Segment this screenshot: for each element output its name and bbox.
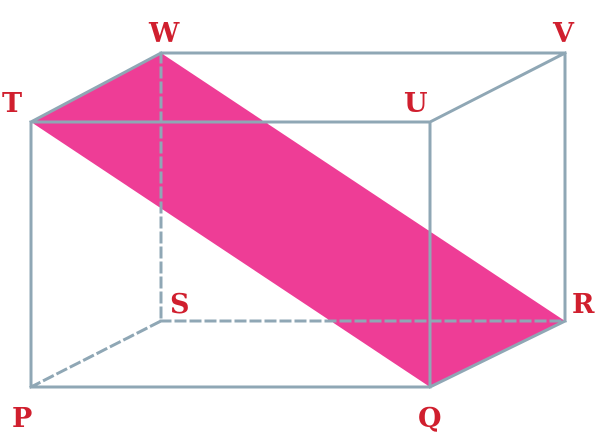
vertex-label-u: U [404,88,428,119]
vertex-label-p: P [12,403,32,434]
edge-t-w [28,50,164,125]
edge-v-u [427,50,568,125]
vertex-label-v: V [552,18,575,49]
visible-edges [28,50,568,390]
shaded-plane-twrq [31,53,565,387]
vertex-labels: T W V U S R P Q [2,18,595,434]
edge-p-s [28,318,164,390]
vertex-label-t: T [2,88,22,119]
hidden-edges [28,51,567,390]
edge-q-r [427,318,568,390]
vertex-label-w: W [148,18,180,49]
vertex-label-q: Q [418,403,442,434]
vertex-label-s: S [170,289,190,320]
vertex-label-r: R [572,289,595,320]
